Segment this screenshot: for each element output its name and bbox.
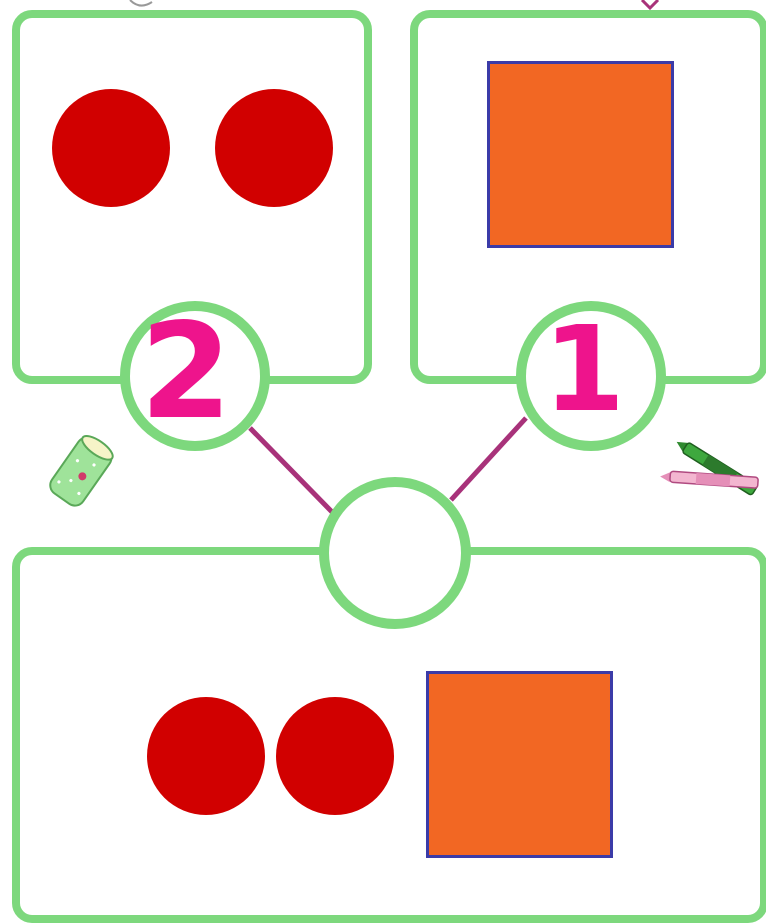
crayons-icon: [656, 428, 766, 506]
decoration-top-left: [128, 0, 154, 10]
bond-line-left: [250, 428, 333, 513]
part-circle-right: 1: [516, 301, 666, 451]
whole-circle[interactable]: [319, 477, 471, 629]
glue-stick-icon: [38, 428, 122, 514]
decoration-top-right: [640, 0, 662, 10]
part-circle-left: 2: [120, 301, 270, 451]
part-number-left: 2: [140, 306, 232, 438]
part-number-right: 1: [543, 310, 625, 428]
bond-line-right: [451, 418, 526, 500]
